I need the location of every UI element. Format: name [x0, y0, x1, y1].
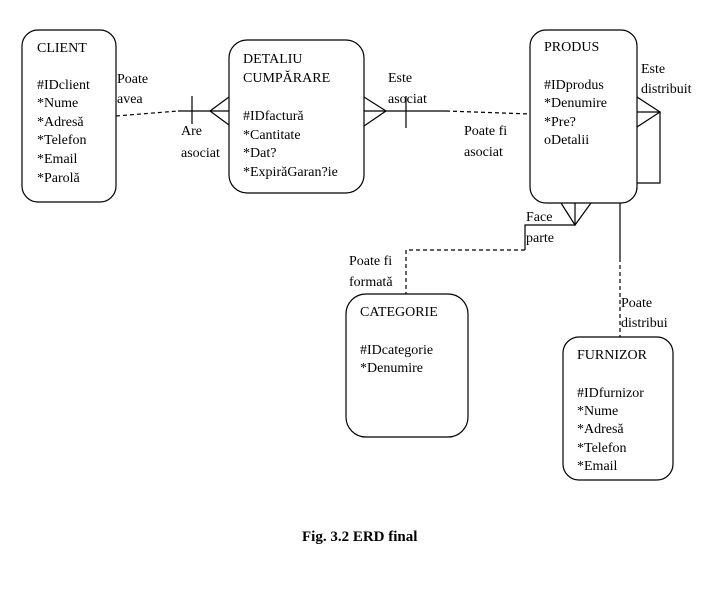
relationship-label: formată	[349, 275, 393, 290]
relationship-label: asociat	[388, 92, 427, 107]
attribute: *Telefon	[577, 441, 627, 456]
entity-title: DETALIU	[243, 52, 303, 67]
relationship-label: asociat	[464, 145, 503, 160]
attribute: *Email	[577, 459, 618, 474]
attribute: oDetalii	[544, 133, 589, 148]
relationship-label: Poate	[117, 72, 148, 87]
relationship-label: Este	[388, 71, 412, 86]
entity-title: CLIENT	[37, 41, 87, 56]
attribute: #IDfactură	[243, 109, 304, 124]
entity-client: CLIENT #IDclient *Nume *Adresă *Telefon …	[21, 29, 117, 203]
relationship-label: Face	[526, 210, 552, 225]
figure-caption: Fig. 3.2 ERD final	[302, 529, 417, 545]
relationship-label: asociat	[181, 146, 220, 161]
entity-title: CUMPĂRARE	[243, 69, 330, 86]
attribute: #IDcategorie	[360, 343, 433, 358]
relationship-label: Poate fi	[464, 124, 507, 139]
entity-title: PRODUS	[544, 40, 599, 55]
attribute: #IDfurnizor	[577, 386, 644, 401]
attribute: *ExpirăGaran?ie	[243, 165, 338, 180]
attribute: *Nume	[577, 404, 618, 419]
attribute: *Cantitate	[243, 128, 301, 143]
entity-furnizor: FURNIZOR #IDfurnizor *Nume *Adresă *Tele…	[562, 336, 674, 481]
entity-title: CATEGORIE	[360, 305, 438, 320]
attribute: *Telefon	[37, 133, 87, 148]
relationship-produs-furnizor	[619, 96, 662, 337]
attribute: *Denumire	[544, 96, 607, 111]
attribute: *Adresă	[577, 422, 624, 437]
relationship-label: Poate fi	[349, 254, 392, 269]
relationship-detaliu-produs	[363, 96, 531, 128]
attribute: *Adresă	[37, 115, 84, 130]
relationship-label: Este	[641, 62, 665, 77]
entity-categorie: CATEGORIE #IDcategorie *Denumire	[345, 293, 469, 438]
entity-title: FURNIZOR	[577, 348, 648, 363]
relationship-label: distribui	[621, 316, 668, 331]
relationship-label: distribuit	[641, 82, 692, 97]
attribute: *Parolă	[37, 171, 81, 186]
attribute: *Denumire	[360, 361, 423, 376]
attribute: *Pre?	[544, 115, 576, 130]
relationship-label: parte	[526, 231, 554, 246]
entity-detaliu-cumparare: DETALIU CUMPĂRARE #IDfactură *Cantitate …	[228, 39, 365, 194]
relationship-label: avea	[117, 92, 143, 107]
attribute: *Email	[37, 152, 78, 167]
attribute: #IDclient	[37, 78, 90, 93]
attribute: #IDprodus	[544, 78, 604, 93]
relationship-client-detaliu	[115, 96, 230, 126]
attribute: *Nume	[37, 96, 78, 111]
attribute: *Dat?	[243, 146, 276, 161]
relationship-label: Poate	[621, 296, 652, 311]
relationship-label: Are	[181, 124, 202, 139]
entity-produs: PRODUS #IDprodus *Denumire *Pre? oDetali…	[529, 29, 638, 204]
relationship-produs-categorie	[405, 202, 592, 294]
